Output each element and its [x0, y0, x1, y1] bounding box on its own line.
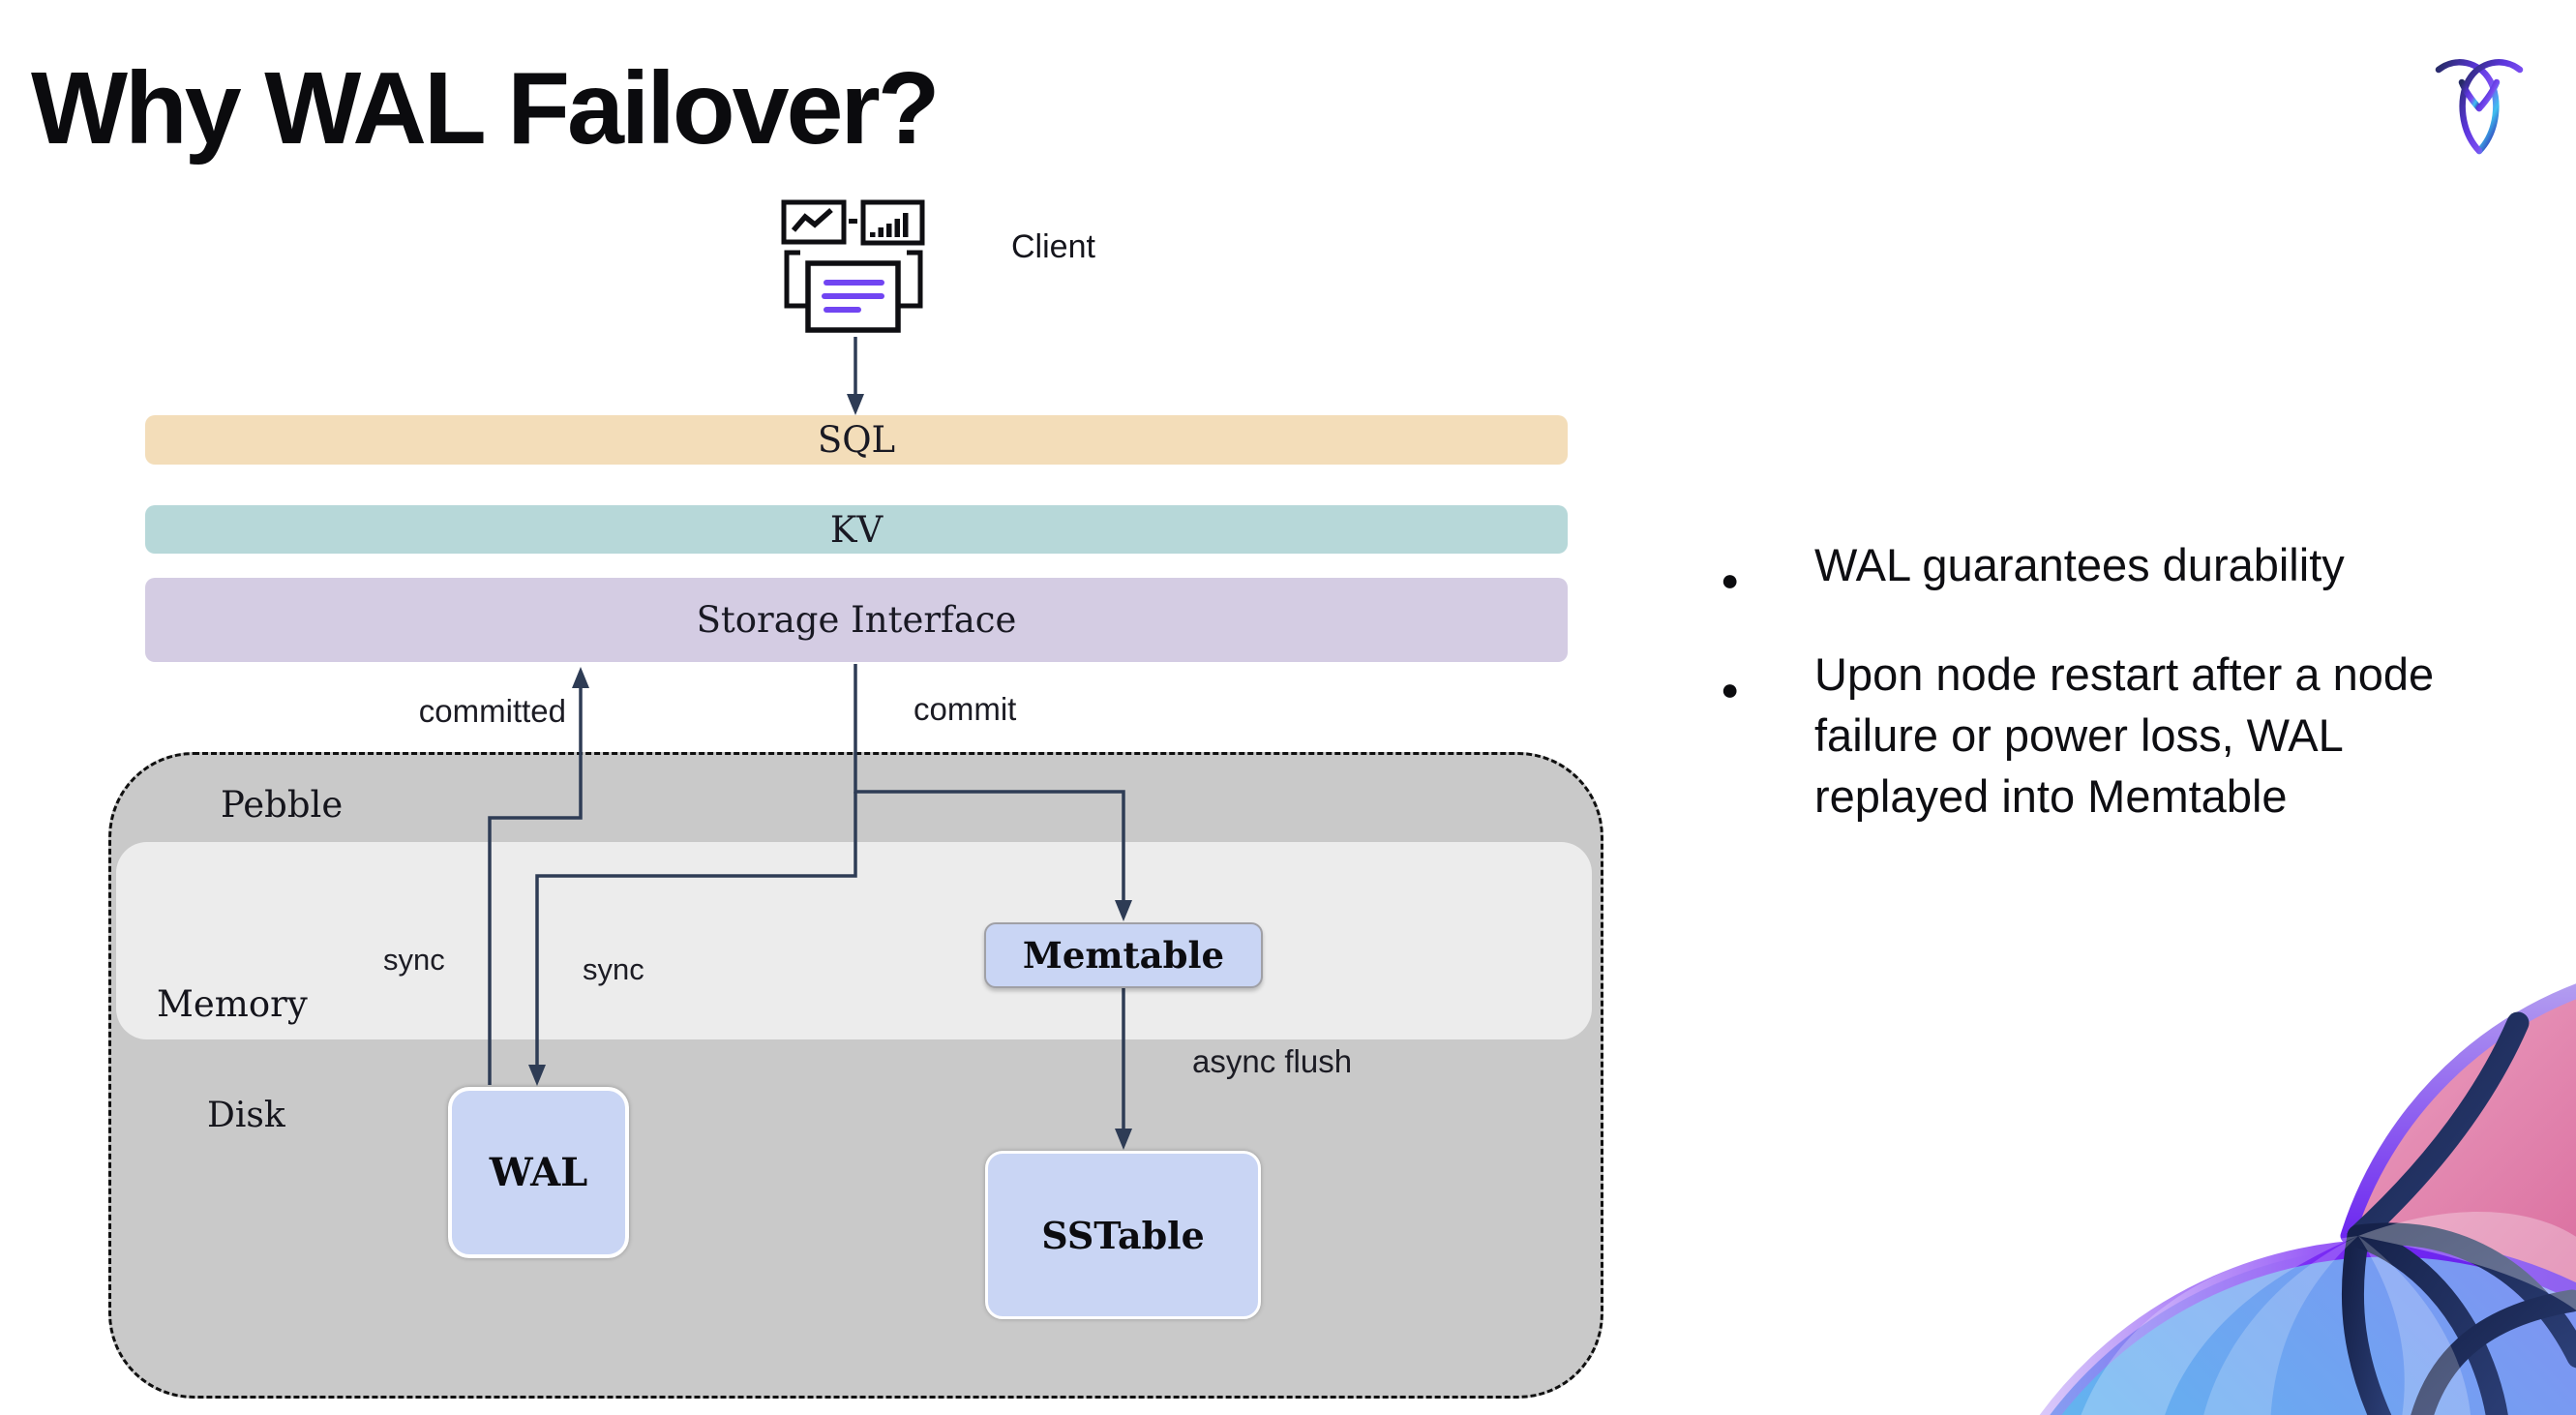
bullet-text: WAL guarantees durability — [1814, 539, 2345, 590]
bullet-dot-icon: ● — [1721, 562, 1740, 597]
memtable-node: Memtable — [984, 922, 1263, 988]
sync-edge-label-1: sync — [383, 943, 445, 977]
disk-label: Disk — [207, 1096, 285, 1135]
committed-edge-label: committed — [418, 693, 566, 729]
cockroachdb-brand-decoration — [2039, 983, 2576, 1415]
sync-edge-label-2: sync — [583, 952, 644, 986]
bullet-text: Upon node restart after a node failure o… — [1814, 648, 2435, 822]
memory-label: Memory — [157, 983, 308, 1025]
layer-storage-interface: Storage Interface — [145, 578, 1568, 662]
commit-edge-label: commit — [914, 691, 1017, 727]
async-flush-edge-label: async flush — [1192, 1043, 1353, 1079]
bullet-item: ● WAL guarantees durability — [1721, 534, 2495, 597]
wal-node: WAL — [448, 1087, 629, 1258]
wal-node-label: WAL — [489, 1150, 588, 1195]
sstable-node: SSTable — [985, 1151, 1261, 1319]
layer-kv: KV — [145, 505, 1568, 554]
page-title: Why WAL Failover? — [31, 51, 940, 166]
memory-region — [116, 842, 1592, 1039]
bullet-dot-icon: ● — [1721, 672, 1740, 707]
bullet-list: ● WAL guarantees durability ● Upon node … — [1721, 534, 2495, 875]
sstable-node-label: SSTable — [1041, 1213, 1205, 1257]
bullet-item: ● Upon node restart after a node failure… — [1721, 644, 2495, 827]
layer-sql-label: SQL — [817, 419, 896, 461]
cockroachdb-logo-icon — [2435, 59, 2524, 155]
layer-kv-label: KV — [829, 508, 884, 551]
client-label: Client — [1011, 228, 1095, 265]
memtable-node-label: Memtable — [1022, 934, 1225, 977]
layer-storage-label: Storage Interface — [696, 599, 1017, 641]
pebble-label: Pebble — [221, 784, 344, 826]
layer-sql: SQL — [145, 415, 1568, 465]
client-dashboards-document-icon — [781, 199, 925, 333]
